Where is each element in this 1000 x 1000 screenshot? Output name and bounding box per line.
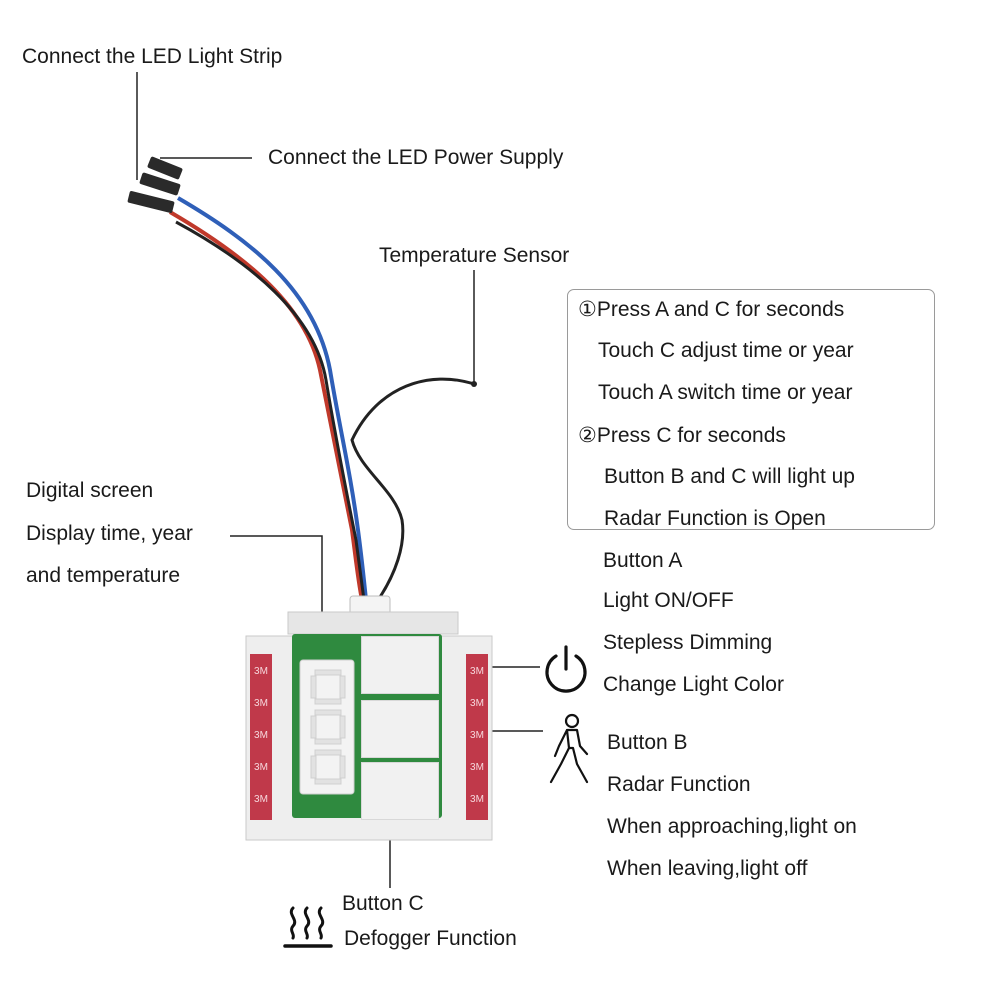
wire-blue [176,196,368,601]
wire-red [168,210,364,601]
instruction-line: ①Press A and C for seconds [578,298,845,321]
wire-connectors [127,156,183,213]
label-digital-screen-line2: Display time, year [26,522,193,545]
button-b-line: When approaching,light on [607,815,857,838]
wire-black-main [175,220,366,601]
label-temperature-sensor: Temperature Sensor [379,244,570,267]
button-b-title: Button B [607,731,688,754]
walking-person-icon [547,712,593,793]
button-a-title: Button A [603,549,683,572]
touch-pad-c [361,762,439,820]
button-a-line: Stepless Dimming [603,631,773,654]
instruction-line: Touch C adjust time or year [598,339,854,362]
label-digital-screen-line3: and temperature [26,564,181,587]
label-led-strip: Connect the LED Light Strip [22,45,283,68]
defogger-heat-icon [283,904,333,955]
touch-pad-a [361,636,439,694]
button-a-line: Light ON/OFF [603,589,734,612]
instruction-line: Touch A switch time or year [598,381,853,404]
button-c-title: Button C [342,892,424,915]
digital-screen-digits [309,668,349,791]
button-c-line: Defogger Function [344,927,517,950]
temp-sensor-tip [471,381,477,387]
button-a-line: Change Light Color [603,673,784,696]
button-b-line: When leaving,light off [607,857,808,880]
instruction-line: Button B and C will light up [604,465,855,488]
instruction-box: ①Press A and C for seconds Touch C adjus… [567,289,935,530]
power-icon [541,644,591,699]
touch-pad-b [361,700,439,758]
instruction-line: ②Press C for seconds [578,424,786,447]
button-b-line: Radar Function [607,773,751,796]
label-digital-screen: Digital screen [26,479,154,502]
wire-temp-sensor [350,377,475,601]
label-power-supply: Connect the LED Power Supply [268,146,564,169]
instruction-line: Radar Function is Open [604,507,826,530]
